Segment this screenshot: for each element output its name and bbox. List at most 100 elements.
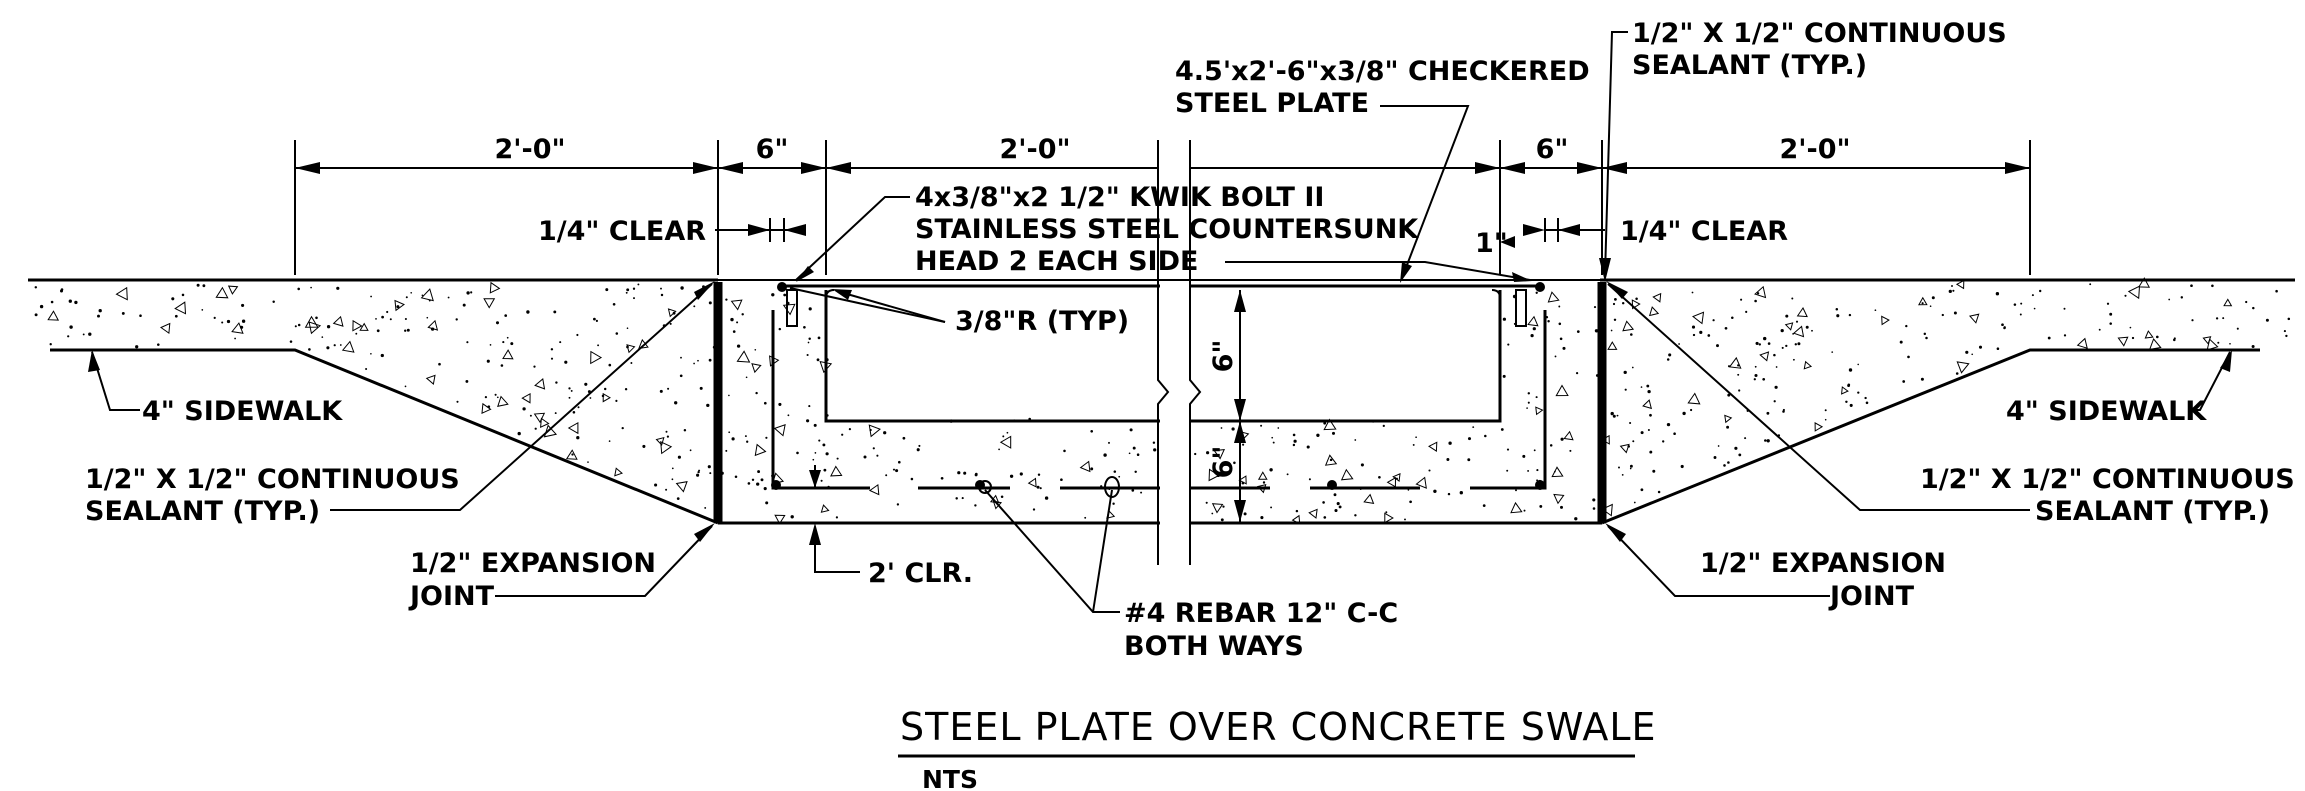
stipple-dot xyxy=(1433,489,1437,493)
stipple-aggregate xyxy=(999,435,1012,449)
stipple-dot xyxy=(707,465,711,469)
stipple-dot xyxy=(1971,353,1974,356)
stipple-aggregate xyxy=(1428,441,1438,452)
stipple-dot xyxy=(2129,326,2132,329)
sidewalk-right-label: 4" SIDEWALK xyxy=(2006,396,2207,427)
stipple-aggregate xyxy=(1415,476,1427,489)
stipple-dot xyxy=(1569,449,1572,452)
stipple-dot xyxy=(1526,407,1528,409)
sealant-top-line2: SEALANT (TYP.) xyxy=(1632,50,1867,81)
clear-dimension-right xyxy=(1500,218,1605,248)
stipple-dot xyxy=(1084,516,1087,519)
stipple-dot xyxy=(1678,343,1680,345)
clear-left-label: 1/4" CLEAR xyxy=(538,216,706,247)
stipple-dot xyxy=(892,468,896,471)
left-sidewalk xyxy=(28,278,719,525)
stipple-aggregate xyxy=(352,319,363,332)
stipple-dot xyxy=(683,428,687,432)
stipple-aggregate xyxy=(534,378,546,390)
stipple-dot xyxy=(1415,436,1417,439)
clear-right-label: 1/4" CLEAR xyxy=(1620,216,1788,247)
stipple-dot xyxy=(1824,409,1827,412)
stipple-dot xyxy=(671,478,674,481)
stipple-aggregate xyxy=(2127,285,2141,300)
stipple-dot xyxy=(730,317,734,322)
stipple-dot xyxy=(626,327,629,330)
stipple-dot xyxy=(1574,517,1578,521)
stipple-dot xyxy=(1835,308,1839,311)
stipple-dot xyxy=(1874,309,1877,312)
stipple-dot xyxy=(1558,305,1561,308)
stipple-dot xyxy=(555,381,558,384)
stipple-dot xyxy=(897,460,901,464)
stipple-dot xyxy=(321,336,324,338)
sealant-right-leader xyxy=(1606,281,2030,511)
stipple-aggregate xyxy=(1208,468,1220,482)
stipple-dot xyxy=(1907,355,1910,359)
stipple-dot xyxy=(896,503,900,506)
stipple-dot xyxy=(1785,344,1788,348)
stipple-dot xyxy=(1502,317,1507,321)
stipple-dot xyxy=(1500,428,1504,431)
stipple-dot xyxy=(2033,307,2036,310)
stipple-dot xyxy=(1662,440,1665,443)
plate-line2: STEEL PLATE xyxy=(1175,88,1369,119)
stipple-aggregate xyxy=(1687,392,1701,405)
stipple-dot xyxy=(1712,319,1715,322)
stipple-dot xyxy=(1668,353,1672,357)
rebar-line2: BOTH WAYS xyxy=(1124,631,1304,662)
stipple-dot xyxy=(660,287,662,290)
stipple-dot xyxy=(1575,371,1579,375)
sealant-left-line1: 1/2" X 1/2" CONTINUOUS xyxy=(85,464,460,495)
stipple-aggregate xyxy=(602,392,611,403)
stipple-dot xyxy=(67,335,70,338)
stipple-aggregate xyxy=(1784,322,1794,331)
stipple-dot xyxy=(1792,333,1794,335)
stipple-aggregate xyxy=(754,443,767,457)
stipple-dot xyxy=(760,478,764,482)
stipple-dot xyxy=(1774,385,1778,389)
stipple-dot xyxy=(2275,289,2278,293)
stipple-aggregate xyxy=(751,363,762,374)
stipple-dot xyxy=(940,476,944,480)
stipple-dot xyxy=(2283,330,2286,333)
stipple-dot xyxy=(1902,380,1906,383)
stipple-dot xyxy=(404,317,407,321)
stipple-dot xyxy=(765,501,769,505)
stipple-dot xyxy=(763,401,767,405)
stipple-dot xyxy=(438,362,441,366)
stipple-dot xyxy=(808,307,812,311)
stipple-dot xyxy=(1965,350,1969,354)
stipple-dot xyxy=(1865,401,1869,405)
stipple-dot xyxy=(2109,322,2112,325)
stipple-dot xyxy=(709,472,712,475)
stipple-dot xyxy=(1136,453,1140,456)
stipple-dot xyxy=(1717,445,1720,447)
bolt-leader xyxy=(795,196,1532,282)
stipple-dot xyxy=(1140,491,1143,494)
stipple-aggregate xyxy=(521,392,531,404)
stipple-dot xyxy=(1782,410,1785,413)
stipple-dot xyxy=(1270,506,1273,509)
stipple-dot xyxy=(568,387,571,390)
stipple-aggregate xyxy=(773,424,786,437)
stipple-aggregate xyxy=(420,288,434,302)
stipple-dot xyxy=(315,316,318,320)
drawing-title: STEEL PLATE OVER CONCRETE SWALE xyxy=(900,705,1657,749)
stipple-dot xyxy=(677,455,681,459)
stipple-dot xyxy=(665,430,668,433)
stipple-dot xyxy=(234,337,236,340)
stipple-dot xyxy=(1652,469,1656,473)
stipple-dot xyxy=(1795,320,1799,323)
stipple-dot xyxy=(1382,424,1385,428)
stipple-dot xyxy=(1009,474,1014,478)
stipple-dot xyxy=(1758,343,1761,346)
stipple-dot xyxy=(626,345,629,349)
stipple-dot xyxy=(1535,396,1538,399)
stipple-dot xyxy=(608,363,612,367)
stipple-dot xyxy=(1472,426,1475,428)
stipple-dot xyxy=(1738,389,1741,392)
stipple-dot xyxy=(757,470,761,474)
stipple-dot xyxy=(1753,378,1756,381)
stipple-dot xyxy=(1775,366,1778,368)
